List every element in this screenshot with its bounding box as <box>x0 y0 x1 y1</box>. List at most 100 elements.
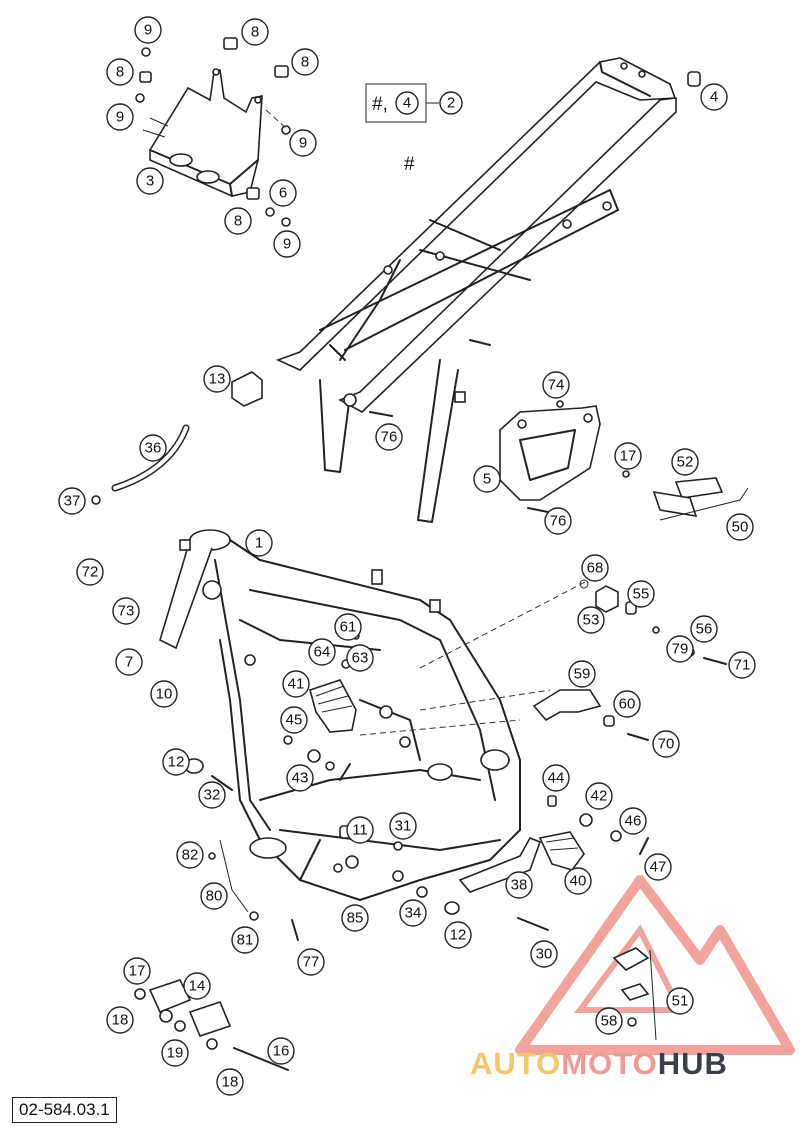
callout-58: 58 <box>595 1007 623 1035</box>
callout-circle <box>619 807 647 835</box>
callout-number: 68 <box>587 560 604 577</box>
callout-circle <box>505 871 533 899</box>
callout-circle <box>282 670 310 698</box>
callout-number: 10 <box>156 686 173 703</box>
chain-guide-hardware <box>612 947 657 1041</box>
callout-51: 51 <box>666 987 694 1015</box>
callout-circle <box>595 1007 623 1035</box>
callout-number: 44 <box>548 770 565 787</box>
watermark-part-a: AUTO <box>470 1046 562 1081</box>
callout-30: 30 <box>530 940 558 968</box>
callout-number: 3 <box>146 173 154 190</box>
callout-number: 76 <box>550 513 567 530</box>
callout-number: 82 <box>182 847 199 864</box>
callout-number: 4 <box>710 89 718 106</box>
callout-number: 12 <box>168 754 185 771</box>
watermark-part-c: HUB <box>657 1046 728 1081</box>
callout-9: 9 <box>289 129 317 157</box>
callout-8: 8 <box>291 48 319 76</box>
callout-circle <box>286 764 314 792</box>
callout-circle <box>544 507 572 535</box>
callout-circle <box>613 690 641 718</box>
callout-17: 17 <box>614 442 642 470</box>
callout-number: 46 <box>625 813 642 830</box>
callout-74: 74 <box>542 371 570 399</box>
callout-16: 16 <box>267 1037 295 1065</box>
callout-circle <box>308 638 336 666</box>
callout-76: 76 <box>375 423 403 451</box>
callout-number: 41 <box>288 676 305 693</box>
callout-80: 80 <box>200 882 228 910</box>
callout-81: 81 <box>231 926 259 954</box>
callout-number: 85 <box>347 910 364 927</box>
callout-circle <box>134 16 162 44</box>
callout-circle <box>115 648 143 676</box>
callout-8: 8 <box>241 18 269 46</box>
callout-number: 12 <box>450 927 467 944</box>
skid-plate-hardware <box>135 37 291 227</box>
callout-number: 61 <box>340 619 357 636</box>
kit-label-inner-number: 4 <box>403 95 411 112</box>
callout-number: 32 <box>204 787 221 804</box>
callout-circle <box>542 764 570 792</box>
callout-6: 6 <box>269 179 297 207</box>
callout-number: 56 <box>696 621 713 638</box>
kit-label-number: 2 <box>447 95 455 112</box>
callout-number: 80 <box>206 888 223 905</box>
callout-40: 40 <box>564 867 592 895</box>
callout-circle <box>700 83 728 111</box>
callout-46: 46 <box>619 807 647 835</box>
rubber-block <box>231 371 263 407</box>
callout-circle <box>139 434 167 462</box>
callout-number: 63 <box>352 650 369 667</box>
callout-53: 53 <box>577 606 605 634</box>
callout-number: 52 <box>677 454 694 471</box>
callout-52: 52 <box>671 448 699 476</box>
callout-34: 34 <box>399 899 427 927</box>
callout-circle <box>269 179 297 207</box>
callout-32: 32 <box>198 781 226 809</box>
callout-number: 55 <box>633 586 650 603</box>
callout-circle <box>564 867 592 895</box>
callout-circle <box>666 987 694 1015</box>
callout-number: 77 <box>303 954 320 971</box>
callout-55: 55 <box>627 580 655 608</box>
callout-11: 11 <box>346 816 374 844</box>
callout-43: 43 <box>286 764 314 792</box>
grip-pad-group <box>622 470 749 521</box>
callout-9: 9 <box>134 16 162 44</box>
callout-64: 64 <box>308 638 336 666</box>
callout-circle <box>577 606 605 634</box>
callout-72: 72 <box>76 558 104 586</box>
callout-number: 37 <box>64 493 81 510</box>
callout-number: 73 <box>118 603 135 620</box>
callout-70: 70 <box>652 730 680 758</box>
callout-number: 79 <box>672 641 689 658</box>
callout-number: 9 <box>283 236 291 253</box>
side-bracket <box>499 400 601 513</box>
callout-number: 16 <box>273 1043 290 1060</box>
callout-circle <box>267 1037 295 1065</box>
callout-31: 31 <box>389 812 417 840</box>
callout-73: 73 <box>112 597 140 625</box>
callout-61: 61 <box>334 613 362 641</box>
callout-circle <box>399 899 427 927</box>
skid-plate <box>142 68 263 197</box>
callout-number: 30 <box>536 946 553 963</box>
callout-circle <box>341 904 369 932</box>
callout-circle <box>297 948 325 976</box>
callout-44: 44 <box>542 764 570 792</box>
callout-42: 42 <box>585 782 613 810</box>
callout-12: 12 <box>444 921 472 949</box>
callout-10: 10 <box>150 680 178 708</box>
callout-number: 60 <box>619 696 636 713</box>
callout-71: 71 <box>728 651 756 679</box>
callout-number: 8 <box>116 64 124 81</box>
callout-circle <box>136 167 164 195</box>
callout-number: 74 <box>548 377 565 394</box>
callout-number: 38 <box>511 877 528 894</box>
callout-number: 6 <box>279 185 287 202</box>
callout-19: 19 <box>161 1039 189 1067</box>
callout-circle <box>389 812 417 840</box>
